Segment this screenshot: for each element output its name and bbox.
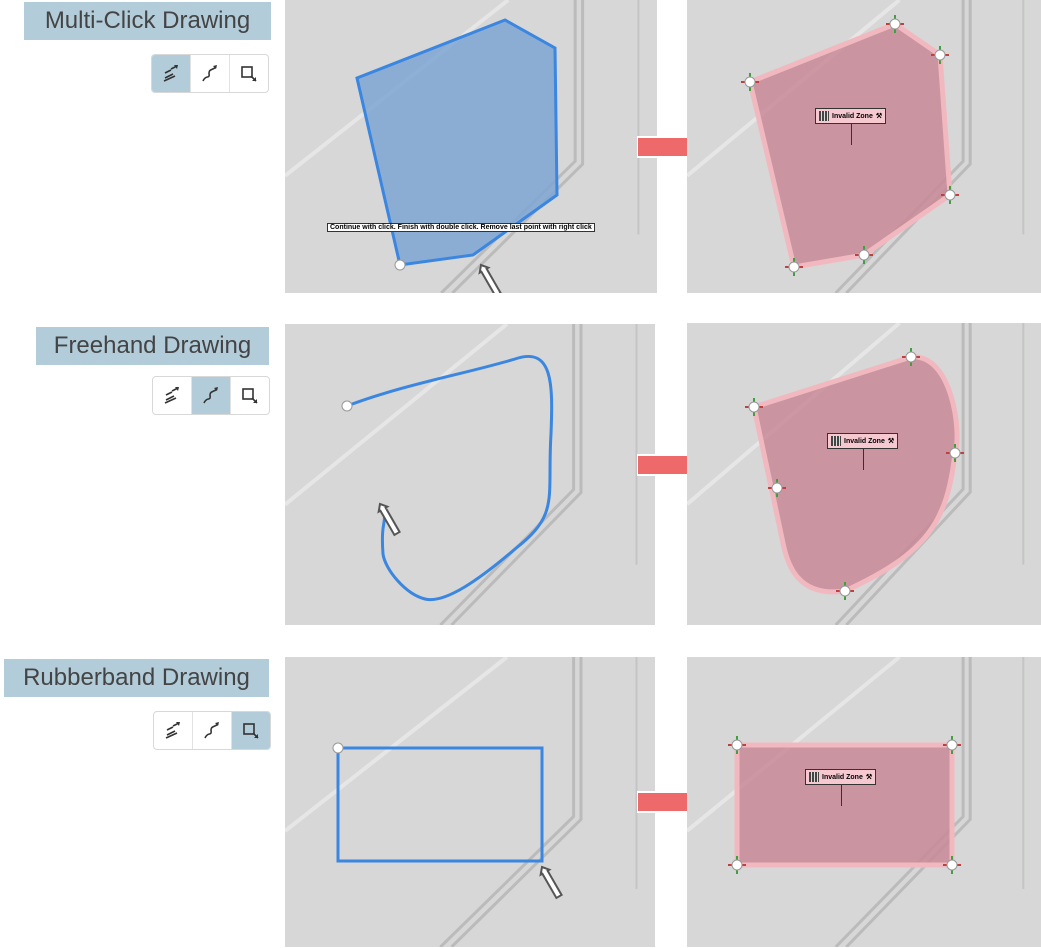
- multi-click-draw-button[interactable]: [153, 377, 192, 414]
- freehand-draw-button[interactable]: [191, 55, 230, 92]
- zone-label[interactable]: Invalid Zone⚒: [815, 108, 887, 145]
- mode-label: Freehand Drawing: [36, 327, 269, 365]
- result-zone-map[interactable]: Invalid Zone⚒: [687, 657, 1041, 947]
- vertex-handle[interactable]: [858, 249, 870, 261]
- vertex-handle[interactable]: [946, 859, 958, 871]
- mode-label: Rubberband Drawing: [4, 659, 269, 697]
- vertex-handle[interactable]: [771, 482, 783, 494]
- vertex-handle[interactable]: [788, 261, 800, 273]
- drawn-shape: [336, 746, 544, 863]
- mouse-pointer-icon: [377, 502, 401, 537]
- vertex-handle[interactable]: [949, 447, 961, 459]
- multi-click-draw-icon: [165, 721, 180, 739]
- drawing-in-progress-map[interactable]: Continue with click. Finish with double …: [285, 0, 657, 293]
- result-zone-map[interactable]: Invalid Zone⚒: [687, 323, 1041, 625]
- freehand-draw-icon: [202, 64, 217, 81]
- vertex-handle[interactable]: [748, 401, 760, 413]
- rubberband-draw-button[interactable]: [230, 55, 268, 92]
- grid-icon: [809, 772, 819, 782]
- multi-click-draw-button[interactable]: [154, 712, 193, 749]
- drawing-in-progress-map[interactable]: [285, 324, 655, 625]
- grid-icon: [831, 436, 841, 446]
- zone-label-text: Invalid Zone: [844, 437, 885, 445]
- multi-click-draw-icon: [164, 386, 179, 404]
- rubberband-draw-icon: [242, 387, 258, 404]
- drawn-shape: [346, 355, 554, 602]
- vertex-handle[interactable]: [744, 76, 756, 88]
- result-zone-map[interactable]: Invalid Zone⚒: [687, 0, 1041, 293]
- start-point: [341, 400, 353, 412]
- drawing-toolbar: [153, 711, 271, 750]
- rubberband-draw-button[interactable]: [232, 712, 270, 749]
- wrench-icon[interactable]: ⚒: [865, 774, 873, 781]
- drawing-hint: Continue with click. Finish with double …: [327, 223, 595, 232]
- start-point: [394, 259, 406, 271]
- mouse-pointer-icon: [539, 865, 563, 900]
- zone-polygon[interactable]: [734, 742, 955, 868]
- drawing-toolbar: [151, 54, 269, 93]
- multi-click-draw-button[interactable]: [152, 55, 191, 92]
- wrench-icon[interactable]: ⚒: [887, 438, 895, 445]
- zone-polygon[interactable]: [751, 354, 960, 595]
- multi-click-draw-icon: [163, 64, 178, 82]
- drawing-in-progress-map[interactable]: [285, 657, 655, 947]
- vertex-handle[interactable]: [889, 18, 901, 30]
- freehand-draw-icon: [203, 386, 218, 403]
- zone-label-text: Invalid Zone: [832, 112, 873, 120]
- vertex-handle[interactable]: [839, 585, 851, 597]
- rubberband-draw-button[interactable]: [231, 377, 269, 414]
- rubberband-draw-icon: [243, 722, 259, 739]
- rubberband-draw-icon: [241, 65, 257, 82]
- mouse-pointer-icon: [478, 263, 502, 293]
- zone-label-text: Invalid Zone: [822, 773, 863, 781]
- vertex-handle[interactable]: [905, 351, 917, 363]
- zone-polygon[interactable]: [747, 21, 953, 270]
- grid-icon: [819, 111, 829, 121]
- vertex-handle[interactable]: [946, 739, 958, 751]
- mode-label: Multi-Click Drawing: [24, 2, 271, 40]
- drawing-toolbar: [152, 376, 270, 415]
- vertex-handle[interactable]: [944, 189, 956, 201]
- start-point: [332, 742, 344, 754]
- vertex-handle[interactable]: [731, 739, 743, 751]
- zone-label[interactable]: Invalid Zone⚒: [805, 769, 877, 806]
- freehand-draw-button[interactable]: [193, 712, 232, 749]
- freehand-draw-icon: [204, 721, 219, 738]
- freehand-draw-button[interactable]: [192, 377, 231, 414]
- vertex-handle[interactable]: [934, 49, 946, 61]
- zone-label[interactable]: Invalid Zone⚒: [827, 433, 899, 470]
- vertex-handle[interactable]: [731, 859, 743, 871]
- wrench-icon[interactable]: ⚒: [875, 113, 883, 120]
